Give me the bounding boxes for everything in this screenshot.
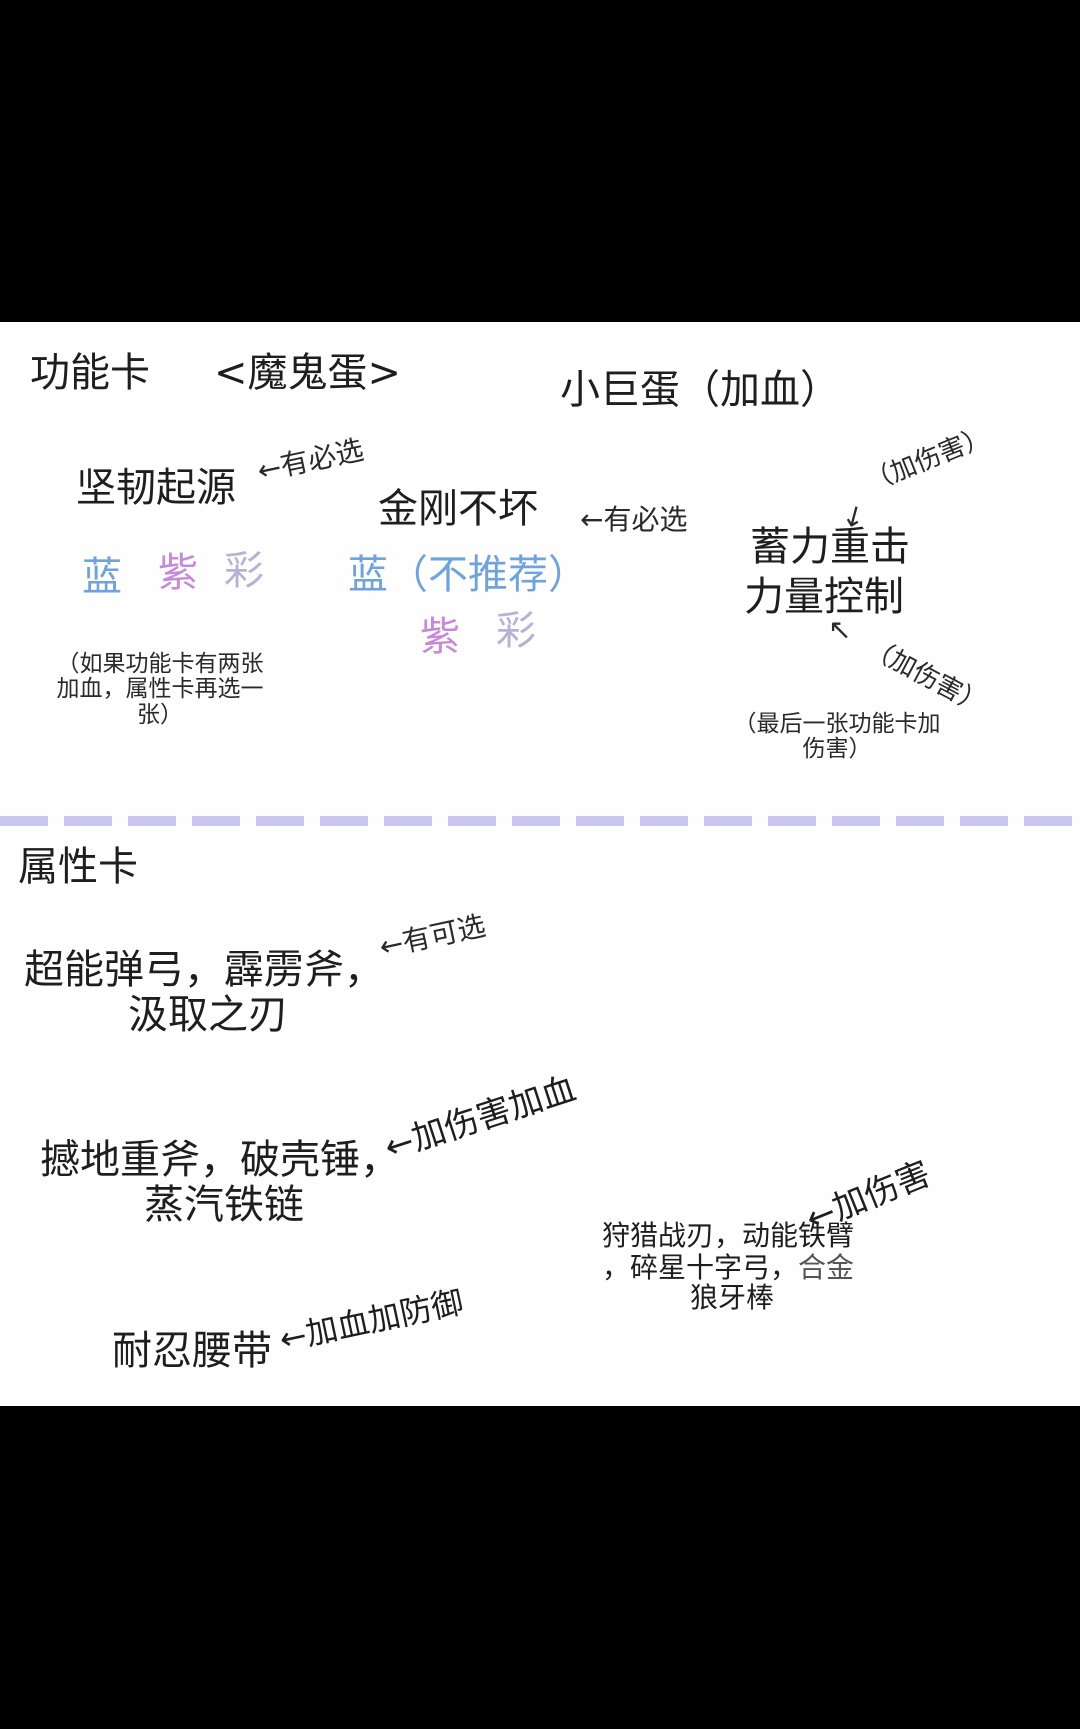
card-diamond-body: 金刚不坏 (378, 486, 538, 532)
group3-line2-text: ，碎星十字弓， (602, 1251, 799, 1284)
notes-panel: 功能卡 <魔鬼蛋> 小巨蛋（加血） 坚韧起源 ←有必选 蓝 紫 彩 （如果功能卡… (0, 322, 1080, 1406)
card-tough-origin: 坚韧起源 (76, 465, 236, 511)
function-cards-heading: 功能卡 (30, 350, 150, 396)
section-divider (0, 816, 1080, 826)
card-power-control: 力量控制 (744, 574, 904, 620)
arrow-note-optional: ←有可选 (376, 909, 489, 964)
attribute-cards-heading: 属性卡 (18, 844, 138, 890)
rarity-blue-1: 蓝 (82, 554, 122, 600)
note-add-damage-bottom: （加伤害） (861, 632, 991, 721)
group3-line2: ，碎星十字弓，合金 (602, 1251, 855, 1284)
arrow-note-required-2: ←有必选 (580, 503, 688, 536)
card-charged-strike: 蓄力重击 (750, 524, 910, 570)
rarity-purple-1: 紫 (158, 550, 198, 596)
group1-line2: 汲取之刃 (128, 992, 288, 1038)
rarity-purple-2: 紫 (420, 614, 460, 660)
note-last-card-damage: （最后一张功能卡加 伤害） (733, 711, 941, 763)
group3-line3: 狼牙棒 (690, 1281, 775, 1314)
arrow-note-damage-heal: ←加伤害加血 (379, 1068, 581, 1169)
group3-line2-gray: 合金 (798, 1251, 855, 1284)
rarity-rainbow-2: 彩 (496, 608, 536, 654)
card-endurance-belt: 耐忍腰带 (112, 1328, 272, 1374)
egg-name: <魔鬼蛋> (214, 350, 402, 396)
group2-line1: 撼地重斧，破壳锤， (40, 1137, 400, 1183)
arrow-note-heal-defense: ←加血加防御 (275, 1282, 467, 1359)
rarity-blue-not-recommended: 蓝（不推荐） (348, 552, 588, 598)
group1-line1: 超能弹弓，霹雳斧， (24, 947, 384, 993)
group2-line2: 蒸汽铁链 (144, 1182, 304, 1228)
arrow-glyph-bottom: ↖ (828, 613, 852, 646)
note-if-two-heal: （如果功能卡有两张 加血，属性卡再选一 张） (56, 651, 264, 728)
rarity-rainbow-1: 彩 (224, 548, 264, 594)
small-giant-egg-label: 小巨蛋（加血） (560, 367, 840, 413)
group3-line1: 狩猎战刃，动能铁臂 (602, 1219, 855, 1252)
arrow-note-required-1: ←有必选 (254, 433, 367, 488)
note-add-damage-top: （加伤害） (862, 421, 994, 498)
